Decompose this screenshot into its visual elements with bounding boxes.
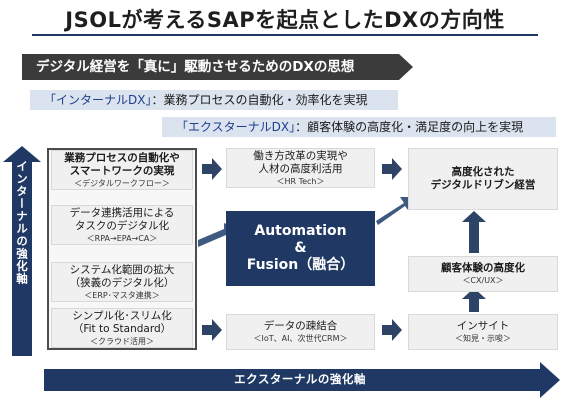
insight-note: ＜知見・示唆＞ bbox=[455, 334, 511, 343]
internal-dx-label: 「インターナルDX」 bbox=[44, 93, 152, 107]
horizontal-axis-arrow bbox=[44, 362, 560, 398]
arrow-hr-to-top bbox=[382, 158, 402, 180]
task-line-1: データ連携活用による bbox=[69, 206, 175, 219]
task-line-2: タスクのデジタル化 bbox=[74, 219, 170, 232]
workflow-line-1: 業務プロセスの自動化や bbox=[64, 151, 180, 164]
cx-line-1: 顧客体験の高度化 bbox=[441, 262, 525, 274]
simplify-note: ＜クラウド活用＞ bbox=[90, 336, 154, 346]
middle-box-data: データの疎結合 ＜IoT、AI、次世代CRM＞ bbox=[226, 314, 375, 350]
external-dx-label: 「エクスターナルDX」 bbox=[176, 120, 296, 134]
external-dx-band: 「エクスターナルDX」：顧客体験の高度化・満足度の向上を実現 bbox=[162, 117, 556, 137]
simplify-line-1: シンプル化･スリム化 bbox=[72, 309, 172, 322]
driven-line-2: デジタルドリブン経営 bbox=[430, 179, 536, 191]
task-note: ＜RPA→EPA→CA＞ bbox=[86, 233, 158, 243]
internal-dx-text: ：業務プロセスの自動化・効率化を実現 bbox=[151, 93, 368, 107]
title-underline bbox=[32, 34, 538, 36]
arrow-left-to-data bbox=[202, 319, 222, 341]
fusion-label: Fusion（融合） bbox=[246, 257, 355, 273]
vertical-axis-label: インターナルの強化軸 bbox=[15, 160, 29, 285]
internal-dx-band: 「インターナルDX」：業務プロセスの自動化・効率化を実現 bbox=[30, 90, 398, 110]
subtitle-banner: デジタル経営を「真に」駆動させるためのDXの思想 bbox=[22, 54, 413, 80]
scope-line-1: システム化範囲の拡大 bbox=[69, 263, 175, 276]
hr-line-2: 人材の高度利活用 bbox=[258, 162, 343, 175]
automation-fusion-box: Automation & Fusion（融合） bbox=[226, 211, 375, 286]
workflow-note: ＜デジタルワークフロー＞ bbox=[74, 178, 170, 188]
simplify-line-2: （Fit to Standard） bbox=[72, 322, 172, 335]
right-box-insight: インサイト ＜知見・示唆＞ bbox=[408, 314, 558, 350]
left-box-workflow: 業務プロセスの自動化や スマートワークの実現 ＜デジタルワークフロー＞ bbox=[51, 150, 193, 190]
arrow-data-to-insight bbox=[382, 319, 402, 341]
data-line-1: データの疎結合 bbox=[263, 320, 338, 332]
arrow-left-to-hr bbox=[202, 158, 222, 180]
left-box-system-scope: システム化範囲の拡大 （狭義のデジタル化） ＜ERP･マスタ連携＞ bbox=[51, 262, 193, 302]
page-title: JSOLが考えるSAPを起点としたDXの方向性 bbox=[65, 8, 505, 32]
arrow-cx-to-top bbox=[462, 211, 486, 253]
vertical-axis-arrow bbox=[3, 146, 41, 356]
scope-note: ＜ERP･マスタ連携＞ bbox=[84, 290, 160, 300]
middle-box-hr: 働き方改革の実現や 人材の高度利活用 ＜HR Tech＞ bbox=[226, 148, 375, 188]
workflow-line-2: スマートワークの実現 bbox=[69, 164, 175, 177]
hr-note: ＜HR Tech＞ bbox=[276, 176, 325, 186]
external-dx-text: ：顧客体験の高度化・満足度の向上を実現 bbox=[295, 120, 524, 134]
left-box-simplify: シンプル化･スリム化 （Fit to Standard） ＜クラウド活用＞ bbox=[51, 308, 193, 348]
hr-line-1: 働き方改革の実現や bbox=[253, 149, 348, 162]
horizontal-axis-label: エクスターナルの強化軸 bbox=[234, 372, 366, 386]
automation-label: Automation bbox=[254, 223, 347, 239]
arrow-insight-to-cx bbox=[462, 288, 486, 312]
arrow-center-to-top bbox=[376, 197, 414, 225]
left-box-task-digital: データ連携活用による タスクのデジタル化 ＜RPA→EPA→CA＞ bbox=[51, 205, 193, 245]
cx-note: ＜CX/UX＞ bbox=[462, 276, 504, 285]
ampersand-label: & bbox=[294, 240, 307, 256]
right-box-digital-driven: 高度化された デジタルドリブン経営 bbox=[408, 148, 558, 210]
data-note: ＜IoT、AI、次世代CRM＞ bbox=[253, 334, 348, 343]
insight-line-1: インサイト bbox=[456, 320, 510, 332]
right-box-cx: 顧客体験の高度化 ＜CX/UX＞ bbox=[408, 256, 558, 292]
scope-line-2: （狭義のデジタル化） bbox=[69, 276, 175, 289]
driven-line-1: 高度化された bbox=[451, 166, 515, 178]
